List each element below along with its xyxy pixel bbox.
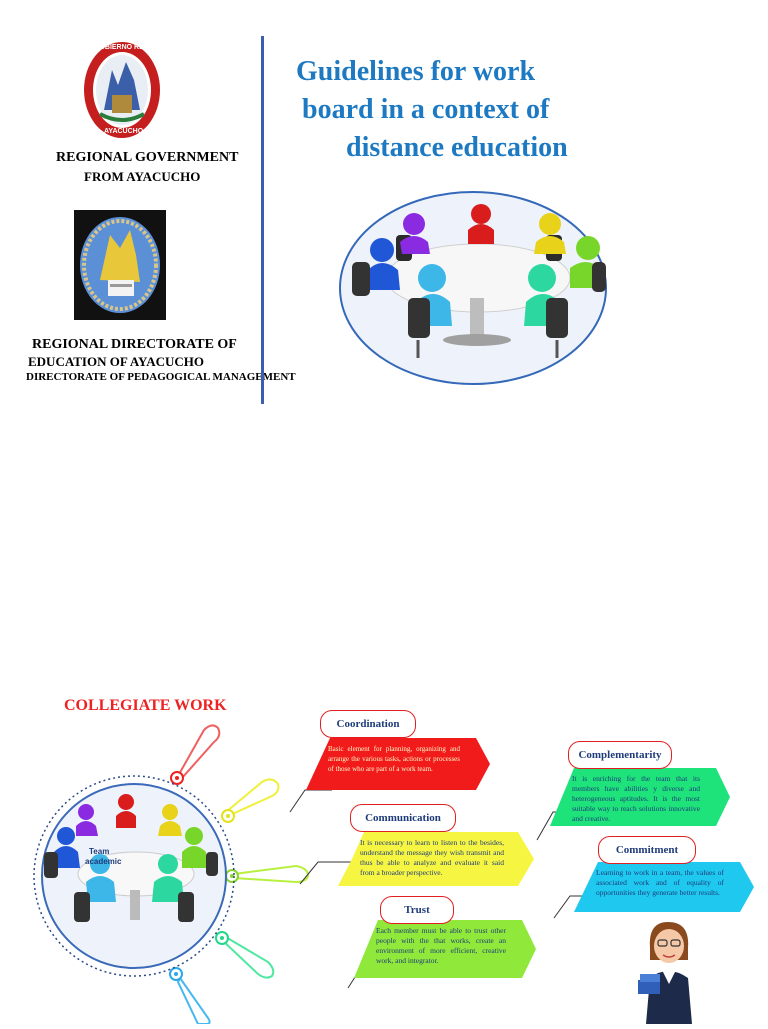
coordination-label: Coordination bbox=[320, 710, 416, 738]
communication-shape bbox=[338, 832, 534, 886]
team-circle-diagram bbox=[28, 712, 328, 1025]
logo-bottom-lettering: AYACUCHO bbox=[104, 128, 144, 135]
org1-line1: REGIONAL GOVERNMENT bbox=[56, 150, 239, 165]
complementarity-shape bbox=[550, 768, 730, 826]
title-line1: Guidelines for work bbox=[296, 56, 536, 87]
logo-top-lettering: GOBIERNO REGIONAL bbox=[94, 44, 172, 51]
teacher-character-illustration bbox=[632, 918, 704, 1024]
trust-banner-shape bbox=[354, 920, 536, 978]
coordination-text: Basic element for planning, organizing a… bbox=[328, 745, 460, 773]
round-table-illustration bbox=[338, 190, 608, 386]
org3: DIRECTORATE OF PEDAGOGICAL MANAGEMENT bbox=[26, 371, 296, 383]
communication-banner-shape bbox=[338, 832, 534, 886]
complementarity-text: It is enriching for the team that its me… bbox=[572, 774, 700, 823]
trust-shape bbox=[354, 920, 536, 978]
title-line2: board in a context of bbox=[302, 94, 550, 125]
complementarity-banner-shape bbox=[550, 768, 730, 826]
commitment-shape bbox=[574, 862, 754, 912]
communication-label: Communication bbox=[350, 804, 456, 832]
trust-text: Each member must be able to trust other … bbox=[376, 926, 506, 965]
coordination-shape bbox=[306, 738, 490, 790]
center-label-line2: academic bbox=[85, 857, 122, 866]
commitment-text: Learning to work in a team, the values o… bbox=[596, 868, 724, 897]
commitment-label: Commitment bbox=[598, 836, 696, 864]
coordination-banner-shape bbox=[306, 738, 490, 790]
infographic-heading: COLLEGIATE WORK bbox=[64, 697, 227, 714]
vertical-divider bbox=[261, 36, 264, 404]
center-label-line1: Team bbox=[89, 847, 110, 856]
complementarity-label: Complementarity bbox=[568, 741, 672, 769]
org2-line2: EDUCATION OF AYACUCHO bbox=[28, 354, 205, 369]
communication-text: It is necessary to learn to listen to th… bbox=[360, 838, 504, 877]
title-line3: distance education bbox=[346, 132, 568, 163]
trust-label: Trust bbox=[380, 896, 454, 924]
commitment-banner-shape bbox=[574, 862, 754, 912]
org2-line1: REGIONAL DIRECTORATE OF bbox=[32, 337, 237, 352]
org1-line2: FROM AYACUCHO bbox=[84, 169, 201, 184]
directorate-logo bbox=[74, 210, 166, 320]
regional-government-logo bbox=[82, 40, 162, 140]
